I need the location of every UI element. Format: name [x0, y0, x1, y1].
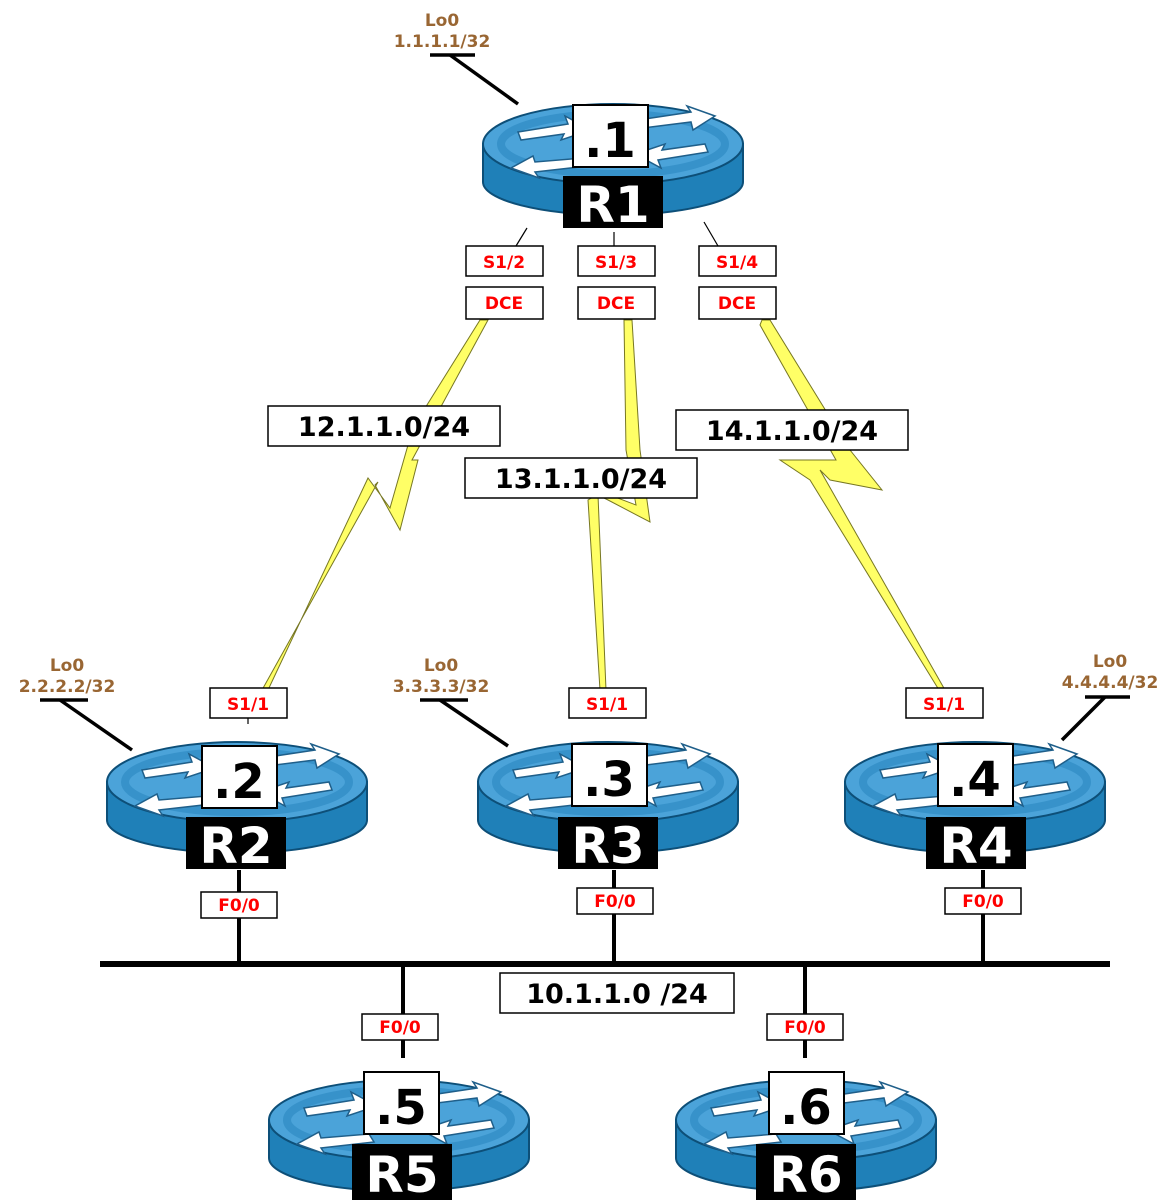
host-id-box — [768, 1071, 845, 1135]
router-name-box — [186, 817, 286, 869]
if-label-r3-fast: F0/0 — [576, 887, 654, 915]
if-name: S1/4 — [716, 253, 758, 273]
network-text: 12.1.1.0/24 — [298, 412, 470, 443]
if-name: S1/1 — [227, 695, 269, 715]
host-id-box — [937, 743, 1014, 807]
lo-name-r1: Lo0 — [425, 11, 460, 31]
serial-link-r1-r4 — [759, 319, 946, 691]
router-r4[interactable]: .4 R4 — [845, 742, 1105, 875]
host-id-box — [201, 745, 278, 809]
router-name: R2 — [199, 817, 272, 875]
if-name: F0/0 — [379, 1018, 421, 1038]
if-name: F0/0 — [218, 896, 260, 916]
if-name: S1/1 — [586, 695, 628, 715]
if-label-r1-left: S1/2 DCE — [465, 245, 544, 320]
host-id-box — [363, 1071, 440, 1135]
host-id: .2 — [213, 754, 265, 810]
host-id-box — [572, 104, 649, 168]
if-label-r5-fast: F0/0 — [361, 1013, 439, 1041]
serial-link-r1-r2 — [261, 319, 489, 691]
dce-label: DCE — [597, 294, 635, 314]
host-id: .3 — [583, 752, 635, 808]
router-name: R6 — [769, 1146, 842, 1200]
if-label-r6-fast: F0/0 — [766, 1013, 844, 1041]
host-id: .4 — [949, 752, 1001, 808]
router-name-box — [352, 1144, 452, 1200]
host-id: .6 — [780, 1080, 832, 1136]
lo-name-r2: Lo0 — [50, 656, 85, 676]
lo-addr-r4: 4.4.4.4/32 — [1062, 673, 1159, 693]
if-label-r4-fast: F0/0 — [944, 887, 1022, 915]
router-name: R3 — [571, 817, 644, 875]
if-name: F0/0 — [962, 892, 1004, 912]
router-r2[interactable]: .2 R2 — [107, 742, 367, 875]
network-text: 13.1.1.0/24 — [495, 464, 667, 495]
if-label-r1-right: S1/4 DCE — [698, 245, 777, 320]
if-label-r4-serial: S1/1 — [905, 687, 984, 719]
serial-link-r1-r3 — [587, 319, 651, 691]
lo-name-r3: Lo0 — [424, 656, 459, 676]
router-name: R4 — [939, 817, 1012, 875]
lo-name-r4: Lo0 — [1093, 652, 1128, 672]
if-name: S1/1 — [923, 695, 965, 715]
router-name-box — [558, 817, 658, 869]
network-label-r1-r4: 14.1.1.0/24 — [675, 409, 909, 451]
network-label-r1-r2: 12.1.1.0/24 — [267, 405, 501, 447]
if-name: S1/2 — [483, 253, 525, 273]
lo-addr-r3: 3.3.3.3/32 — [393, 677, 490, 697]
if-name: S1/3 — [595, 253, 637, 273]
network-text: 10.1.1.0 /24 — [526, 979, 708, 1010]
network-label-r1-r3: 13.1.1.0/24 — [464, 457, 698, 499]
if-name: F0/0 — [784, 1018, 826, 1038]
connector-lines — [247, 221, 719, 724]
if-name: F0/0 — [594, 892, 636, 912]
loopback-stubs — [40, 53, 1130, 752]
router-r3[interactable]: .3 R3 — [478, 742, 738, 875]
router-name: R1 — [576, 176, 649, 234]
if-label-r2-serial: S1/1 — [209, 687, 288, 719]
if-label-r2-fast: F0/0 — [200, 891, 278, 919]
router-name-box — [563, 176, 663, 228]
router-name-box — [926, 817, 1026, 869]
host-id: .1 — [584, 113, 636, 169]
lo-addr-r1: 1.1.1.1/32 — [394, 32, 491, 52]
router-r5[interactable]: .5 R5 — [269, 1071, 529, 1200]
lo-addr-r2: 2.2.2.2/32 — [19, 677, 116, 697]
if-label-r1-mid: S1/3 DCE — [577, 245, 656, 320]
router-r6[interactable]: .6 R6 — [676, 1071, 936, 1200]
router-name: R5 — [365, 1146, 438, 1200]
host-id-box — [571, 743, 648, 807]
if-label-r3-serial: S1/1 — [568, 687, 647, 719]
dce-label: DCE — [718, 294, 756, 314]
network-label-lan: 10.1.1.0 /24 — [499, 972, 735, 1014]
network-text: 14.1.1.0/24 — [706, 416, 878, 447]
loopback-labels: Lo0 1.1.1.1/32 Lo0 2.2.2.2/32 Lo0 3.3.3.… — [19, 11, 1159, 697]
dce-label: DCE — [485, 294, 523, 314]
router-r1[interactable]: .1 R1 — [483, 104, 743, 234]
host-id: .5 — [375, 1080, 427, 1136]
router-name-box — [756, 1144, 856, 1200]
